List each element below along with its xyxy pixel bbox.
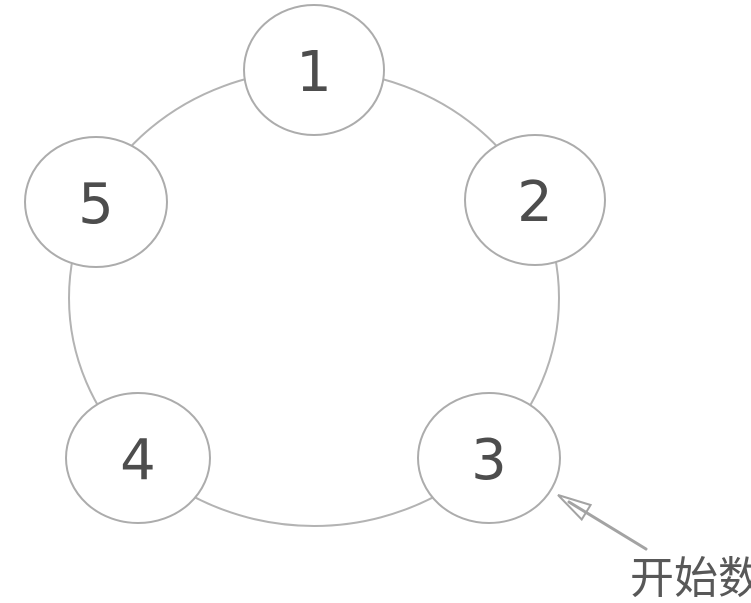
- ring-node-3: 3: [417, 392, 561, 524]
- ring-node-1: 1: [243, 4, 385, 136]
- node-circle-1: [243, 4, 385, 136]
- arrow-shaft: [567, 500, 648, 551]
- ring-node-5: 5: [24, 136, 168, 268]
- node-label-3: 3: [471, 428, 507, 493]
- node-circle-2: [464, 134, 606, 266]
- node-label-5: 5: [78, 172, 114, 237]
- node-label-2: 2: [517, 170, 553, 235]
- ring-node-4: 4: [65, 392, 211, 524]
- node-label-1: 1: [296, 40, 332, 105]
- node-label-4: 4: [120, 428, 156, 493]
- node-circle-4: [65, 392, 211, 524]
- node-circle-3: [417, 392, 561, 524]
- node-circle-5: [24, 136, 168, 268]
- ring-node-2: 2: [464, 134, 606, 266]
- arrow-head-icon: [557, 494, 593, 522]
- start-annotation: 开始数: [557, 494, 751, 603]
- annotation-label: 开始数: [630, 553, 751, 603]
